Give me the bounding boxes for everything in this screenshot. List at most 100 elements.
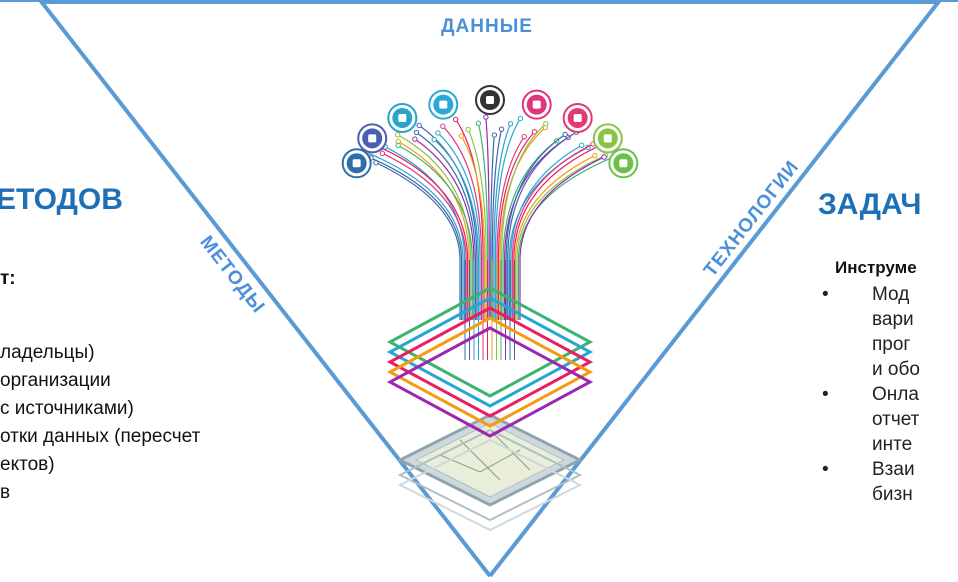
circuit-line — [442, 125, 483, 320]
bullet-marker: • — [822, 284, 829, 305]
circuit-node — [517, 115, 524, 122]
circuit-node — [395, 142, 401, 149]
left-subline: т: — [0, 268, 16, 289]
circuit-node — [562, 131, 568, 138]
circuit-line — [514, 155, 596, 320]
right-list-line: прог — [872, 334, 911, 355]
icon-ring — [341, 85, 639, 179]
circuit-node — [579, 142, 585, 149]
right-list-line: Мод — [872, 284, 910, 305]
circuit-line — [511, 143, 594, 320]
bullet-marker: • — [822, 384, 829, 405]
left-list-line: организации — [0, 370, 111, 391]
right-list-line: инте — [872, 434, 913, 455]
triangle-edge-left — [0, 0, 492, 578]
circuit-node — [440, 123, 446, 129]
circuit-node — [507, 120, 514, 127]
right-list-line: Взаи — [872, 459, 915, 480]
circuit-line — [397, 144, 473, 320]
circuit-line — [477, 123, 489, 320]
map-layers — [396, 413, 584, 532]
person-icon — [387, 102, 418, 133]
circuit-node — [431, 136, 437, 143]
circuit-node — [379, 150, 386, 157]
circuit-line — [416, 131, 476, 320]
label-data: ДАННЫЕ — [441, 16, 533, 37]
circuit-node — [413, 129, 420, 136]
circuit-line — [513, 143, 605, 320]
circuit-line — [380, 147, 469, 320]
circuit-line — [505, 133, 566, 320]
circuit-node — [394, 132, 401, 138]
triangle-edge-right — [488, 0, 958, 578]
circuit-line — [510, 144, 583, 320]
right-subheading: Инструме — [835, 258, 917, 277]
circuit-line — [382, 152, 467, 320]
circuit-node — [543, 120, 549, 127]
circuit-line — [418, 124, 478, 320]
building-icon — [428, 89, 459, 120]
circuit-line — [494, 118, 521, 320]
circuit-line — [490, 134, 495, 320]
circuit-line — [414, 138, 475, 320]
circuit-node — [531, 129, 538, 135]
circuit-line — [485, 116, 490, 320]
home-icon — [521, 89, 552, 120]
circuit-line — [496, 136, 525, 320]
circuit-node — [452, 116, 459, 123]
circuit-line — [519, 156, 605, 320]
circuit-node — [465, 126, 471, 133]
right-list-line: бизн — [872, 484, 913, 505]
circuit-line — [384, 146, 466, 320]
circuit-line — [460, 135, 486, 320]
circuit-line — [370, 157, 463, 320]
circuit-node — [475, 120, 482, 126]
right-list-line: вари — [872, 309, 914, 330]
circuit-line — [500, 123, 547, 320]
circuit-line — [375, 162, 461, 320]
circuit-line — [493, 123, 512, 320]
circuit-line — [467, 129, 487, 320]
circuit-line — [397, 134, 472, 320]
circuit-node — [498, 126, 505, 132]
circuit-node — [483, 114, 489, 120]
bullet-marker: • — [822, 459, 829, 480]
circuit-line — [366, 152, 464, 320]
circuit-line — [491, 129, 503, 320]
circuit-node — [458, 133, 465, 139]
left-heading: ЕТОДОВ — [0, 183, 123, 216]
circuit-node — [521, 133, 528, 140]
truck-icon — [341, 148, 372, 179]
circuit-node — [412, 136, 418, 142]
circuit-lines — [364, 114, 620, 360]
left-list-line: ладельцы) — [0, 342, 95, 363]
circuit-node — [491, 132, 498, 138]
circuit-node — [592, 152, 598, 159]
circuit-node — [416, 122, 422, 129]
left-list-line: в — [0, 482, 11, 503]
road-icon — [592, 123, 623, 154]
circuit-line — [507, 131, 577, 320]
circuit-line — [516, 154, 606, 320]
right-heading: ЗАДАЧ — [818, 188, 922, 221]
right-list-line: Онла — [872, 384, 919, 405]
data-tree-illustration — [341, 85, 639, 532]
circuit-line — [517, 155, 617, 320]
circuit-line — [497, 131, 535, 320]
colored-squares — [386, 286, 594, 438]
heart-icon — [562, 102, 593, 133]
circuit-node — [435, 130, 441, 136]
left-list-line: ектов) — [0, 454, 55, 475]
left-list-line: отки данных (пересчет — [0, 426, 201, 447]
right-list-line: и обо — [872, 359, 920, 380]
left-list-line: с источниками) — [0, 398, 134, 419]
circuit-line — [433, 139, 480, 320]
circuit-node — [601, 154, 607, 160]
factory-icon — [357, 123, 388, 154]
pin-icon — [475, 85, 505, 115]
layer-stack — [386, 286, 594, 532]
circuit-line — [437, 132, 481, 320]
right-list-line: отчет — [872, 409, 920, 430]
car-icon — [608, 148, 639, 179]
